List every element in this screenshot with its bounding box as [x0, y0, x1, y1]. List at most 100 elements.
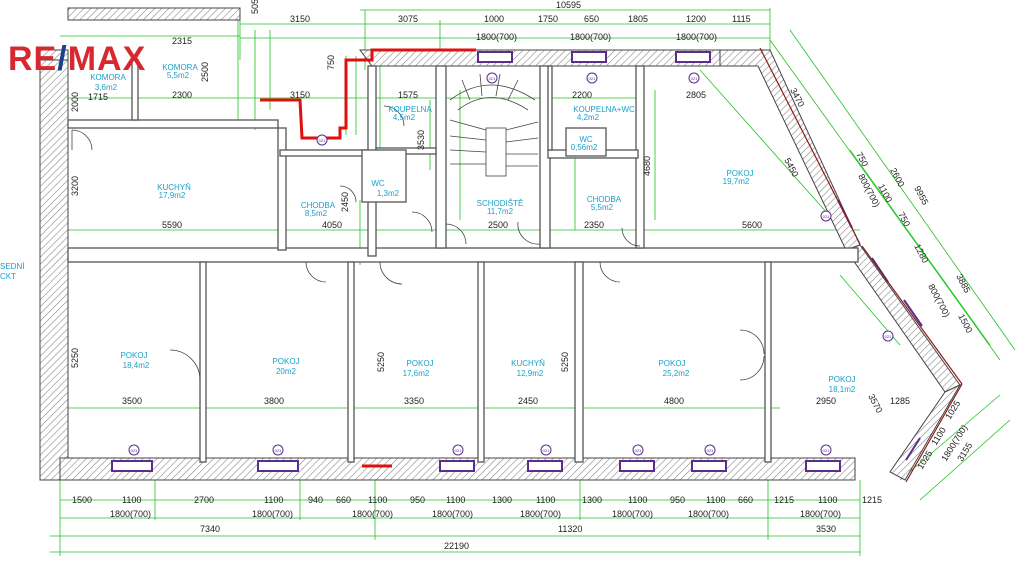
interior-walls [67, 59, 859, 463]
interior-dim: 2500 [200, 62, 210, 82]
bottom-dim: 1300 [582, 495, 602, 505]
highlighted-wall [260, 48, 476, 468]
room-name: WC [371, 179, 385, 188]
interior-dim: 5590 [162, 220, 182, 230]
bottom-dim: 1100 [368, 495, 387, 505]
top-dim: 750 [326, 55, 336, 70]
bottom-dim: 1100 [706, 495, 725, 505]
top-dimensions: 10595 3150 3075 1000 1750 650 1805 1200 … [172, 0, 751, 70]
room-area: 19,7m2 [723, 177, 750, 186]
bottom-dim: 1800(700) [688, 509, 729, 519]
staircase [449, 73, 539, 177]
window-tag-label: 021 [455, 448, 462, 453]
room-name: POKOJ [406, 359, 433, 368]
bottom-dim: 1800(700) [800, 509, 841, 519]
right-dim: 750 [854, 150, 870, 168]
bottom-dim: 660 [336, 495, 351, 505]
top-dim: 1115 [732, 14, 751, 24]
window-tag-label: 021 [131, 448, 138, 453]
bottom-dim: 7340 [200, 524, 220, 534]
window-tag-circle [540, 444, 552, 456]
room-name: SCHODIŠTĚ [477, 199, 524, 208]
interior-dim: 5600 [742, 220, 762, 230]
window-tag-label: 021 [707, 448, 714, 453]
right-dim: 9955 [912, 184, 930, 206]
interior-dim: 3530 [416, 130, 426, 150]
room-area: 0,56m2 [571, 143, 598, 152]
interior-dim: 2500 [488, 220, 508, 230]
interior-dim: 2300 [172, 90, 192, 100]
room-area: 4,2m2 [577, 113, 600, 122]
window-tag-label: 021 [635, 448, 642, 453]
room-area: 5,5m2 [591, 203, 614, 212]
interior-dim: 1575 [398, 90, 418, 100]
top-dim: 1805 [628, 14, 648, 24]
room-name: KOUPELNA [388, 105, 432, 114]
room-name: KOMORA [90, 73, 126, 82]
bottom-dim: 1215 [862, 495, 882, 505]
window-tag-circle [486, 72, 498, 84]
bottom-dim: 1500 [72, 495, 92, 505]
bottom-dim: 1300 [492, 495, 512, 505]
top-total-dim: 10595 [556, 0, 581, 10]
window-tag-circle [316, 134, 328, 146]
room-area: 12,9m2 [517, 369, 544, 378]
interior-dim: 3350 [404, 396, 424, 406]
room-name: KOMORA [162, 63, 198, 72]
room-area: 5,5m2 [167, 71, 190, 80]
window-tag-label: 021 [275, 448, 282, 453]
room-area: 4,5m2 [393, 113, 416, 122]
bottom-dimensions: 1500 1100 2700 1100 940 660 1100 950 110… [72, 495, 882, 551]
top-dim: 505 [250, 0, 260, 14]
right-dim: 3885 [954, 272, 972, 294]
logo-right: MAX [67, 40, 147, 78]
room-area: 25,2m2 [663, 369, 690, 378]
room-area: 18,1m2 [829, 385, 856, 394]
bottom-dim: 660 [738, 495, 753, 505]
interior-dim: 2950 [816, 396, 836, 406]
bottom-dim: 950 [410, 495, 425, 505]
room-name: POKOJ [120, 351, 147, 360]
bottom-dim: 1800(700) [612, 509, 653, 519]
bottom-dim: 1100 [264, 495, 283, 505]
interior-dim: 3570 [866, 392, 884, 414]
bottom-dim: 940 [308, 495, 323, 505]
bottom-dim: 1100 [122, 495, 141, 505]
bottom-dim: 1100 [536, 495, 555, 505]
interior-dimensions: 2000 2500 1715 2300 3150 1575 3530 2200 … [70, 62, 910, 415]
interior-dim: 2450 [518, 396, 538, 406]
bottom-dim: 1800(700) [110, 509, 151, 519]
window-tag-circle [882, 330, 894, 342]
interior-dim: 4800 [664, 396, 684, 406]
right-dim: 2600 [888, 166, 906, 188]
window-tag-circle [704, 444, 716, 456]
room-area: 18,4m2 [123, 361, 150, 370]
window-tag-circle [632, 444, 644, 456]
window-tag-circle [586, 72, 598, 84]
side-note-line: CKT [0, 272, 16, 281]
interior-dim: 3200 [70, 176, 80, 196]
interior-dim: 4050 [322, 220, 342, 230]
windows [111, 51, 923, 472]
remax-logo: RE/MAX [8, 40, 146, 79]
window-tag-label: 021 [823, 448, 830, 453]
room-area: 17,9m2 [159, 191, 186, 200]
window-tag-circle [820, 444, 832, 456]
interior-dim: 2450 [340, 192, 350, 212]
bottom-dim: 3530 [816, 524, 836, 534]
bottom-dim: 1100 [446, 495, 465, 505]
top-dim: 1800(700) [570, 32, 611, 42]
top-dim: 650 [584, 14, 599, 24]
bottom-total-dim: 22190 [444, 541, 469, 551]
interior-dim: 3150 [290, 90, 310, 100]
interior-dim: 2350 [584, 220, 604, 230]
interior-dim: 4680 [642, 156, 652, 176]
bottom-dim: 1100 [818, 495, 837, 505]
room-name: POKOJ [828, 375, 855, 384]
window-tag-label: 021 [319, 138, 326, 143]
window-tag-circle [272, 444, 284, 456]
side-note-line: SEDNÍ [0, 262, 25, 271]
window-tag-label: 021 [543, 448, 550, 453]
